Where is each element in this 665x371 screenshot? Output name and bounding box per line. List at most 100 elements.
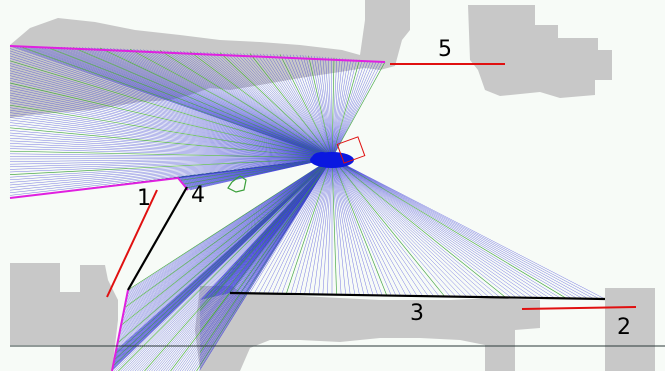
scan-ray [331, 157, 600, 300]
scan-ray [169, 50, 333, 159]
scan-ray [331, 157, 462, 298]
scan-ray [186, 51, 333, 159]
scan-ray [249, 157, 333, 294]
label-2: 2 [617, 315, 631, 340]
scan-ray [127, 157, 333, 371]
scan-ray [239, 53, 333, 159]
scan-ray [331, 157, 589, 299]
scan-ray [9, 119, 333, 159]
scan-ray [331, 157, 512, 298]
scan-ray [316, 56, 333, 159]
label-3: 3 [410, 301, 424, 326]
scan-ray [9, 157, 333, 173]
scan-ray [331, 157, 402, 297]
scan-ray [331, 157, 567, 299]
scan-ray [173, 50, 333, 159]
scan-ray [9, 156, 333, 159]
scan-ray [9, 157, 333, 170]
scan-ray [9, 143, 333, 159]
scan-ray [331, 157, 365, 296]
scan-ray [9, 80, 333, 159]
label-1: 1 [137, 186, 151, 211]
scan-ray [331, 157, 506, 298]
scan-ray [146, 49, 333, 159]
scan-ray [331, 157, 501, 298]
scan-ray [9, 109, 333, 159]
scan-ray [249, 53, 333, 159]
scan-ray [9, 65, 333, 159]
scan-ray [233, 52, 333, 159]
scan-ray [331, 157, 356, 296]
scan-ray [9, 58, 333, 159]
map-boundary [9, 45, 386, 371]
robot-marker [310, 136, 366, 168]
scan-ray [9, 130, 333, 159]
scan-ray [9, 48, 333, 159]
scan-ray [123, 48, 333, 159]
scan-ray [9, 50, 333, 159]
scan-ray [9, 70, 333, 159]
scan-ray [272, 157, 333, 294]
label-5: 5 [438, 37, 452, 62]
scan-ray [9, 117, 333, 159]
scan-ray [302, 55, 333, 159]
scan-ray [331, 61, 380, 159]
scan-ray [293, 54, 333, 159]
scan-ray [113, 48, 333, 159]
scan-ray [235, 157, 333, 294]
boundary-lower-left [111, 289, 129, 371]
scan-ray [331, 60, 363, 159]
scan-ray [331, 157, 528, 299]
scan-ray [283, 54, 333, 159]
scan-ray [285, 157, 333, 295]
scan-ray [331, 157, 545, 299]
scan-ray [319, 56, 333, 159]
scan-ray [9, 148, 333, 159]
scan-ray [9, 72, 333, 159]
scan-ray [308, 157, 333, 295]
scan-ray [9, 85, 333, 159]
scan-ray [330, 57, 333, 159]
laser-scan-rays [9, 45, 606, 371]
scan-ray [136, 49, 333, 159]
scan-ray [331, 157, 379, 296]
scan-ray [331, 60, 372, 159]
scan-ray [9, 140, 333, 159]
scan-ray [331, 157, 484, 298]
scan-ray [120, 157, 333, 371]
scan-ray [9, 77, 333, 159]
scan-ray [166, 50, 333, 159]
scan-ray [130, 157, 333, 371]
scan-ray [305, 55, 333, 159]
scan-ray [279, 54, 333, 159]
scan-ray [9, 53, 333, 159]
scan-ray [236, 52, 333, 159]
scan-ray [331, 157, 383, 296]
scan-ray [9, 67, 333, 159]
scan-ray [331, 157, 595, 299]
scan-ray [331, 59, 352, 159]
scan-ray [331, 60, 369, 159]
scan-ray [9, 137, 333, 159]
scan-ray [244, 157, 333, 294]
robot-heading-box [336, 136, 366, 164]
scan-ray [299, 54, 333, 159]
scan-ray [179, 51, 333, 159]
scan-ray [331, 157, 606, 300]
label-4: 4 [191, 183, 205, 208]
scan-ray [331, 157, 388, 296]
scan-ray [331, 157, 435, 297]
scan-ray [331, 60, 366, 159]
scan-ray [322, 56, 333, 159]
scan-ray [243, 53, 333, 159]
scan-ray [9, 63, 333, 159]
detected-segments [127, 186, 606, 301]
scan-ray [183, 51, 333, 159]
scan-ray [331, 58, 340, 159]
scan-ray [9, 157, 333, 196]
scan-ray [9, 114, 333, 159]
scan-ray [331, 157, 369, 296]
scan-ray [229, 157, 333, 294]
scan-ray [331, 157, 523, 298]
